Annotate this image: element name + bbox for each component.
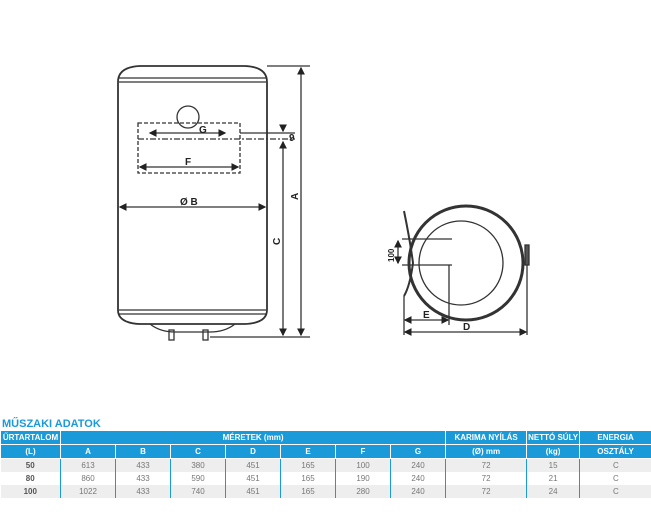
- table-cell: 21: [526, 472, 580, 485]
- label-9: 9: [289, 133, 295, 144]
- table-cell: 80: [25, 474, 35, 483]
- label-f: F: [185, 157, 191, 168]
- energy-header-2: OSZTÁLY: [579, 444, 651, 459]
- weight-unit: (kg): [526, 444, 581, 459]
- table-cell: 433: [115, 485, 171, 498]
- capacity-header: ŰRTARTALOM: [0, 430, 61, 445]
- specs-table: ŰRTARTALOM MÉRETEK (mm) KARIMA NYÍLÁS NE…: [0, 430, 651, 498]
- flange-header: KARIMA NYÍLÁS: [445, 430, 528, 445]
- weight-header: NETTÓ SÚLY: [526, 430, 581, 445]
- table-cell: 451: [225, 485, 281, 498]
- table-cell: 380: [170, 458, 226, 472]
- table-cell: 280: [335, 485, 391, 498]
- label-b: Ø B: [180, 197, 198, 208]
- label-g: G: [199, 125, 207, 136]
- label-e: E: [423, 310, 430, 321]
- col-b: B: [115, 444, 171, 459]
- table-cell: 165: [280, 458, 336, 472]
- table-cell: 240: [389, 458, 446, 472]
- table-cell: 72: [445, 485, 527, 498]
- col-a: A: [60, 444, 116, 459]
- table-cell: 451: [225, 458, 281, 472]
- table-cell: C: [579, 472, 651, 485]
- front-view: [117, 65, 310, 341]
- table-cell: 240: [389, 485, 446, 498]
- table-cell: 433: [115, 458, 171, 472]
- table-cell: 1022: [60, 485, 116, 498]
- label-d: D: [463, 322, 470, 333]
- side-view: [394, 204, 530, 336]
- table-cell: 100: [0, 485, 61, 498]
- dimensions-header: MÉRETEK (mm): [59, 430, 447, 445]
- col-e: E: [280, 444, 336, 459]
- table-cell: 240: [389, 472, 446, 485]
- energy-header: ENERGIA: [579, 430, 651, 445]
- table-cell: 433: [115, 472, 171, 485]
- label-c: C: [272, 238, 283, 245]
- table-cell: 590: [170, 472, 226, 485]
- table-cell: 50: [0, 458, 61, 472]
- table-cell: 72: [445, 472, 527, 485]
- table-cell: 165: [280, 485, 336, 498]
- col-g: G: [389, 444, 447, 459]
- table-cell: 24: [526, 485, 580, 498]
- flange-unit: (Ø) mm: [445, 444, 528, 459]
- table-cell: 100: [335, 458, 391, 472]
- table-cell: C: [579, 485, 651, 498]
- table-cell: 190: [335, 472, 391, 485]
- table-cell: C: [579, 458, 651, 472]
- table-cell: 451: [225, 472, 281, 485]
- label-a: A: [290, 193, 301, 200]
- section-title: MŰSZAKI ADATOK: [2, 418, 101, 430]
- col-c: C: [170, 444, 226, 459]
- table-cell: 740: [170, 485, 226, 498]
- table-cell: 613: [60, 458, 116, 472]
- water-heater-diagram: G F Ø B 9 A C 100 E D: [117, 65, 530, 341]
- table-cell: 72: [445, 458, 527, 472]
- label-100: 100: [387, 248, 396, 262]
- table-cell: 165: [280, 472, 336, 485]
- table-cell: 15: [526, 458, 580, 472]
- table-cell: 860: [60, 472, 116, 485]
- col-f: F: [335, 444, 391, 459]
- capacity-unit: (L): [0, 444, 61, 459]
- col-d: D: [225, 444, 281, 459]
